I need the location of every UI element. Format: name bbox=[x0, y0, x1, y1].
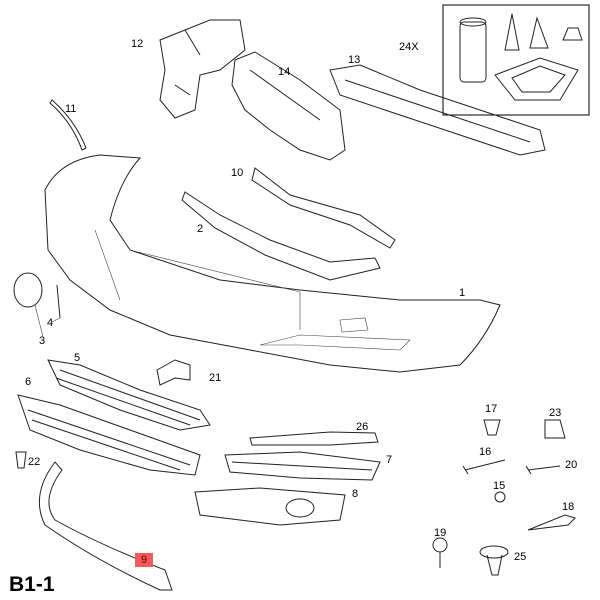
part-13-beam bbox=[329, 64, 546, 156]
callout-17: 17 bbox=[485, 403, 498, 415]
part-26-strip bbox=[249, 431, 379, 446]
part-9-spoiler bbox=[38, 461, 173, 591]
part-7-grille bbox=[224, 451, 381, 481]
callout-14: 14 bbox=[278, 66, 291, 78]
callout-19: 19 bbox=[434, 527, 447, 539]
kit-inset-box bbox=[442, 4, 590, 116]
callout-10: 10 bbox=[231, 167, 244, 179]
callout-9-highlighted[interactable]: 9 bbox=[135, 553, 154, 567]
callout-4: 4 bbox=[47, 317, 54, 329]
callout-22: 22 bbox=[28, 456, 41, 468]
callout-11: 11 bbox=[65, 103, 77, 115]
callout-6: 6 bbox=[25, 376, 32, 388]
callout-13: 13 bbox=[348, 54, 361, 66]
callout-5: 5 bbox=[74, 352, 81, 364]
part-12-bracket bbox=[159, 19, 246, 119]
callout-21: 21 bbox=[209, 372, 222, 384]
part-11-strip bbox=[49, 99, 87, 151]
callout-15: 15 bbox=[493, 480, 506, 492]
part-10-insert bbox=[251, 167, 396, 249]
callout-18: 18 bbox=[562, 501, 575, 513]
diagram-code: B1-1 bbox=[9, 573, 55, 596]
fasteners bbox=[432, 419, 576, 576]
callout-3: 3 bbox=[39, 335, 46, 347]
part-3-tow-cover bbox=[13, 272, 43, 308]
callout-16: 16 bbox=[479, 446, 492, 458]
part-8-fog-grille bbox=[194, 487, 346, 526]
callout-25: 25 bbox=[514, 551, 527, 563]
callout-7: 7 bbox=[386, 454, 393, 466]
callout-24x: 24X bbox=[399, 41, 419, 53]
kit-parts bbox=[459, 13, 583, 101]
callout-20: 20 bbox=[565, 459, 578, 471]
part-14-absorber bbox=[231, 51, 346, 161]
part-21-bracket bbox=[156, 359, 191, 386]
callout-2: 2 bbox=[197, 223, 204, 235]
part-2-reinforcement bbox=[181, 191, 381, 281]
callout-1: 1 bbox=[459, 287, 466, 299]
part-6-lower-grille bbox=[17, 394, 201, 476]
part-5-grille bbox=[47, 359, 211, 431]
part-22-clip bbox=[15, 451, 27, 469]
part-4-bolt bbox=[56, 284, 61, 319]
callout-8: 8 bbox=[352, 488, 359, 500]
callout-26: 26 bbox=[356, 421, 369, 433]
callout-23: 23 bbox=[549, 407, 562, 419]
part-1-bumper bbox=[44, 154, 501, 373]
callout-12: 12 bbox=[131, 38, 144, 50]
